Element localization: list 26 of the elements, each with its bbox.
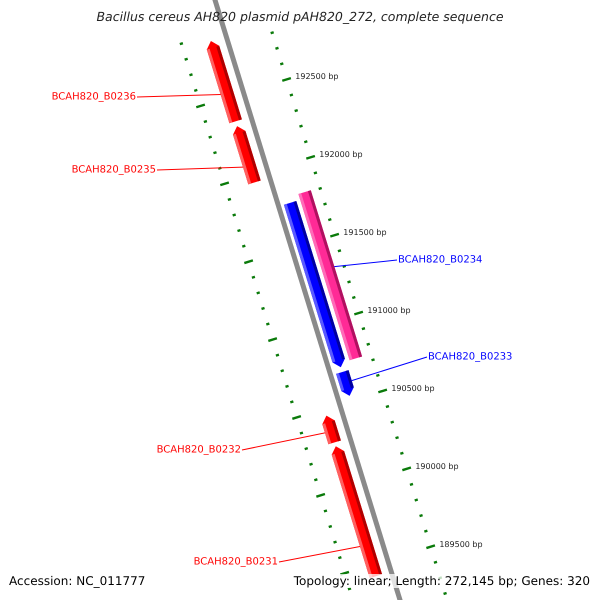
position-label: 190000 bp [415, 462, 459, 471]
gene-label: BCAH820_B0235 [72, 164, 156, 176]
position-label: 192500 bp [295, 72, 339, 82]
position-label: 191000 bp [367, 306, 411, 316]
leader-line [278, 546, 360, 562]
sequence-info: Topology: linear; Length: 272,145 bp; Genes: 320 [292, 574, 592, 588]
position-label: 189500 bp [439, 540, 483, 549]
position-label: 192000 bp [319, 150, 363, 160]
gene-feature [336, 370, 354, 396]
gene-label: BCAH820_B0231 [194, 556, 278, 568]
gene-label: BCAH820_B0232 [156, 444, 241, 456]
gene-label: BCAH820_B0234 [398, 254, 482, 266]
leader-line [242, 432, 326, 450]
title: Bacillus cereus AH820 plasmid pAH820_272, complete sequence [95, 9, 505, 24]
leader-line [351, 356, 428, 382]
gene-feature [233, 126, 261, 184]
gene-feature [322, 416, 341, 444]
position-label: 190500 bp [391, 384, 435, 393]
gene-label: BCAH820_B0236 [52, 92, 136, 102]
gene-label: BCAH820_B0233 [428, 352, 512, 362]
position-label: 191500 bp [343, 228, 387, 238]
leader-line [136, 94, 222, 98]
gene-feature [206, 41, 242, 124]
leader-line [156, 166, 244, 170]
leader-line [334, 260, 398, 268]
accession-label: Accession: NC_011777 [7, 574, 148, 588]
